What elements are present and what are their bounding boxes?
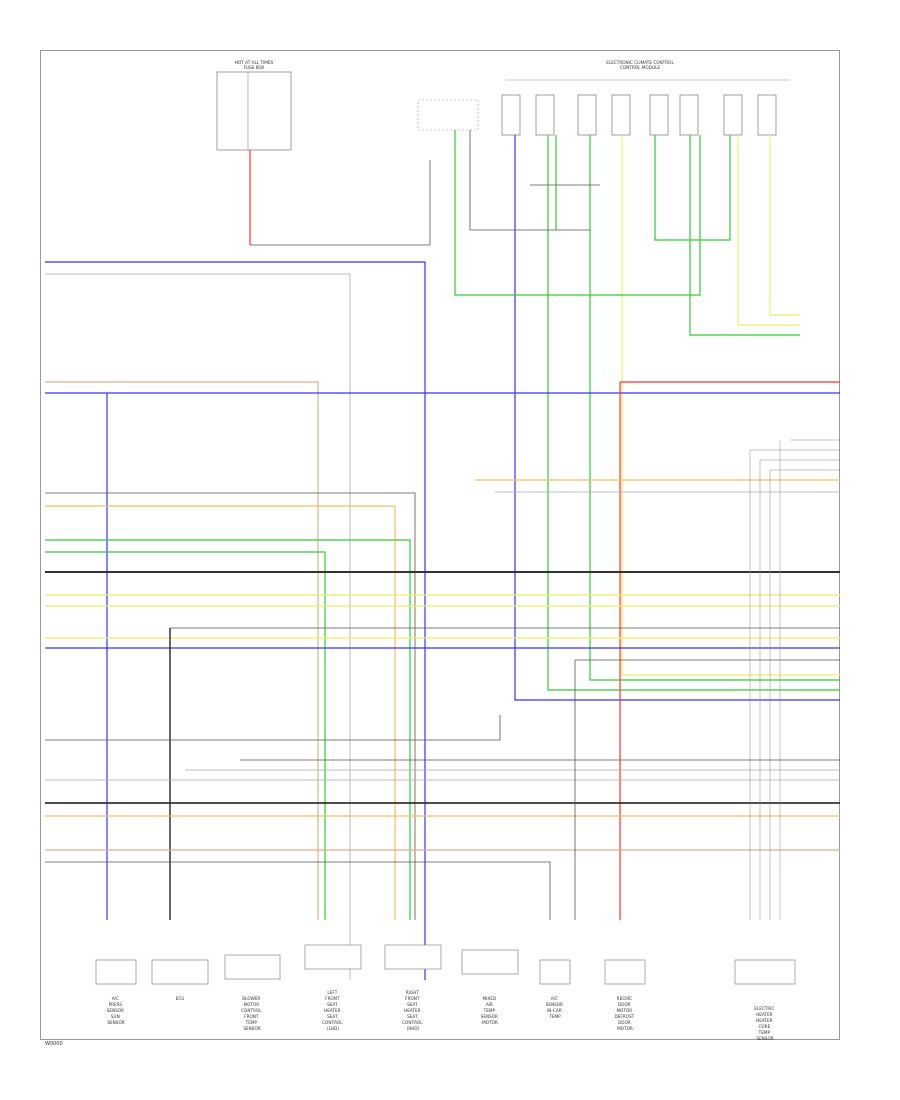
wire-green-module-1 xyxy=(547,135,840,691)
connector-c3 xyxy=(224,954,281,980)
fuse-box-outline xyxy=(216,71,292,151)
wire-blue-module xyxy=(514,135,840,701)
caption-c9: ELECTRIC HEATER HEATER CORE TEMP SENSOR xyxy=(754,1006,776,1041)
caption-c5: RIGHT FRONT SEAT HEATER SEAT CONTROL (RH… xyxy=(402,990,424,1031)
control-module-connector-left xyxy=(417,99,479,131)
connector-c6 xyxy=(461,949,519,975)
connector-c2 xyxy=(151,959,209,985)
connector-c7 xyxy=(539,959,571,985)
wire-blue-main xyxy=(45,261,426,980)
caption-c7: A/C SENSOR IN-CAR TEMP xyxy=(546,996,565,1019)
connector-c8 xyxy=(604,959,646,985)
wire-green-module-2 xyxy=(589,135,840,681)
control-module: ELECTRONIC CLIMATE CONTROL CONTROL MODUL… xyxy=(417,60,790,136)
bottom-captions: A/C PRESS SENSOR SUN SENSOR ECU BLOWER M… xyxy=(107,990,776,1041)
footer-code: W0000 xyxy=(45,1041,63,1047)
caption-c2: ECU xyxy=(176,996,185,1001)
control-module-subtitle: CONTROL MODULE xyxy=(620,65,660,70)
fuse-box: HOT AT ALL TIMES FUSE BOX xyxy=(216,60,431,246)
caption-c4: LEFT FRONT SEAT HEATER SEAT CONTROL (LHD… xyxy=(322,990,344,1031)
wire-green-module-3 xyxy=(689,135,800,336)
wire-yellow-module xyxy=(621,135,840,676)
caption-c1: A/C PRESS SENSOR SUN SENSOR xyxy=(107,996,126,1025)
caption-c3: BLOWER MOTOR CONTROL FRONT TEMP SENSOR xyxy=(241,996,263,1031)
fuse-box-title: HOT AT ALL TIMES xyxy=(235,60,274,65)
wire-tan-main xyxy=(45,381,319,920)
connector-c1 xyxy=(95,959,137,985)
connector-c9 xyxy=(734,959,796,985)
caption-c6: MIXED AIR TEMP SENSOR MOTOR xyxy=(481,996,500,1025)
connector-c5 xyxy=(384,944,442,970)
connector-c4 xyxy=(304,944,362,970)
caption-c8: RECIRC DOOR MOTOR DEFROST DOOR MOTOR xyxy=(614,996,635,1031)
control-module-title: ELECTRONIC CLIMATE CONTROL xyxy=(606,60,674,65)
diagram-frame xyxy=(40,50,840,1040)
fuse-box-subtitle: FUSE BOX xyxy=(244,65,265,70)
wire-yellow-module-2 xyxy=(737,135,800,326)
bottom-connectors xyxy=(95,944,796,985)
